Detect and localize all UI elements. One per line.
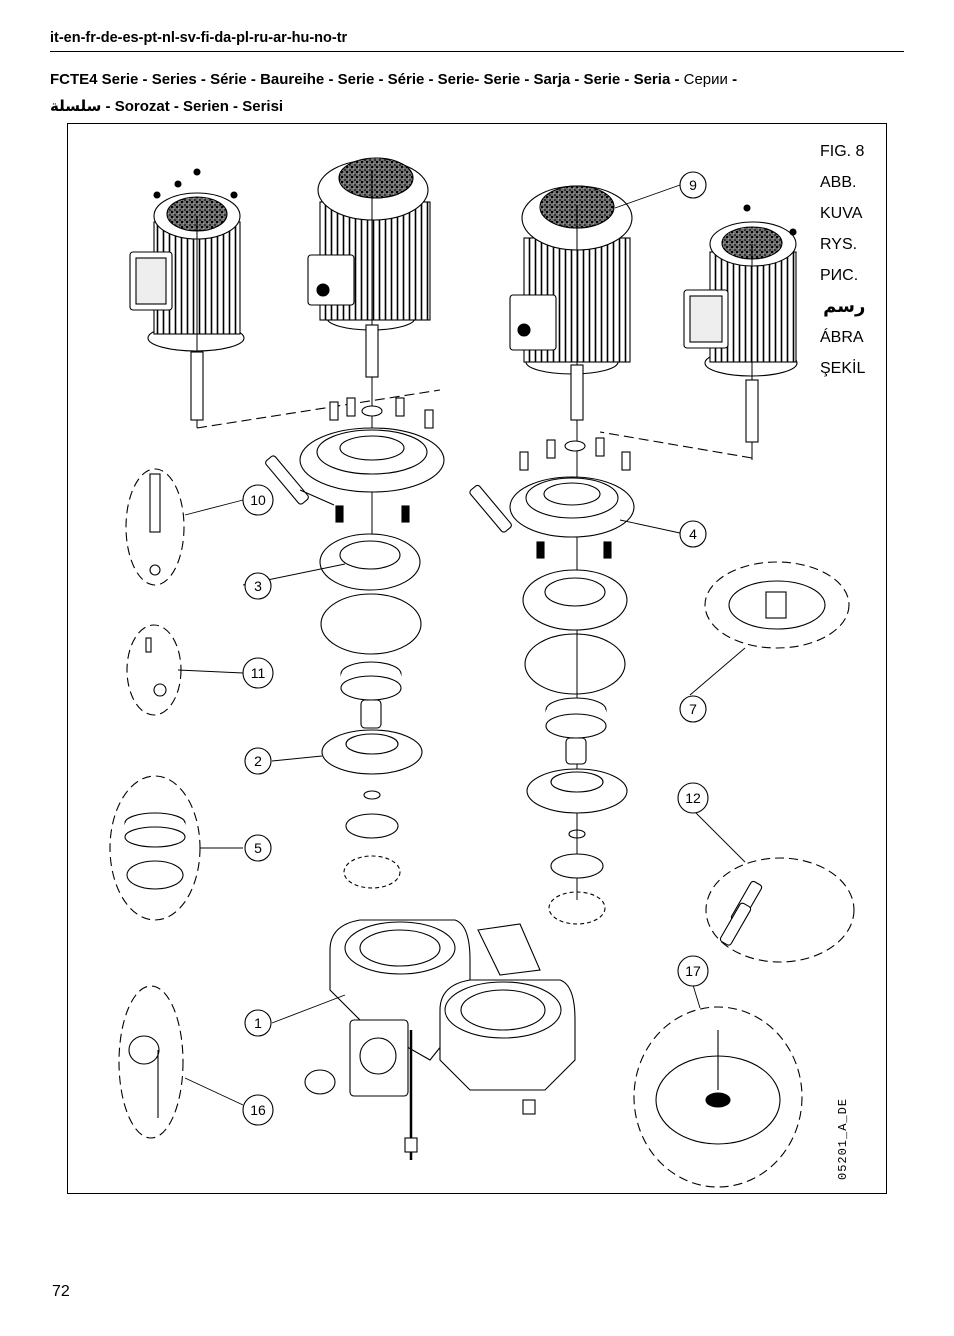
pump-stack-left (319, 533, 423, 889)
callout-11-label: 11 (251, 665, 266, 681)
motor-large-right (509, 185, 633, 900)
figure-label-tr: ŞEKİL (820, 360, 866, 377)
callout-5: 5 (244, 834, 272, 862)
detail-bubble-10 (125, 468, 185, 586)
detail-bubble-11 (126, 624, 182, 716)
callout-5-label: 5 (254, 840, 262, 856)
callout-9-label: 9 (689, 177, 697, 193)
callout-16: 16 (242, 1094, 274, 1126)
callout-2-label: 2 (254, 753, 262, 769)
series-title-dash: - (732, 71, 738, 88)
detail-bubble-17 (633, 1006, 803, 1188)
series-title-rest: - Sorozat - Serien - Serisi (105, 98, 284, 115)
language-codes-header: it-en-fr-de-es-pt-nl-sv-fi-da-pl-ru-ar-h… (50, 30, 348, 46)
series-title: FCTE4 Serie - Series - Série - Baureihe … (50, 66, 910, 120)
motor-large-left (307, 157, 431, 545)
drawing-code: 05201_A_DE (836, 1097, 850, 1180)
figure-label-ru: РИС. (820, 267, 859, 284)
callout-2: 2 (244, 747, 272, 775)
detail-bubble-contents (124, 473, 826, 1145)
callout-4: 4 (679, 520, 707, 548)
figure-label-it-en: FIG. 8 (820, 143, 865, 160)
figure-label-de: ABB. (820, 174, 857, 191)
detail-bubble-12 (705, 857, 855, 963)
figure-label-hu: ÁBRA (820, 329, 864, 346)
motor-small-right (683, 204, 798, 460)
callout-10: 10 (242, 484, 274, 516)
figure-label-ar: رسم (823, 296, 866, 317)
callout-7-label: 7 (689, 701, 697, 717)
callout-1-label: 1 (254, 1015, 262, 1031)
figure-label-fi: KUVA (820, 205, 863, 222)
shaft-guide-lines (196, 389, 753, 459)
detail-bubble-5 (109, 775, 201, 921)
figure-label-list: FIG. 8 ABB. KUVA RYS. РИС. رسم ÁBRA ŞEKİ… (820, 136, 865, 384)
callout-17: 17 (677, 955, 709, 987)
callout-1: 1 (244, 1009, 272, 1037)
callout-12: 12 (677, 782, 709, 814)
callout-11: 11 (242, 657, 274, 689)
series-title-cyrillic: Серии (683, 71, 728, 88)
callout-3: 3 (244, 572, 272, 600)
series-title-main: FCTE4 Serie - Series - Série - Baureihe … (50, 71, 680, 88)
callout-9: 9 (679, 171, 707, 199)
pump-body (304, 919, 576, 1160)
series-title-arabic: سلسلة (50, 97, 102, 115)
callout-3-label: 3 (254, 578, 262, 594)
callout-17-label: 17 (685, 963, 701, 979)
header-divider (50, 51, 904, 52)
callout-4-label: 4 (689, 526, 697, 542)
callout-16-label: 16 (250, 1102, 266, 1118)
callout-7: 7 (679, 695, 707, 723)
pump-stack-right (522, 569, 628, 925)
figure-label-pl: RYS. (820, 236, 858, 253)
detail-bubble-16 (118, 985, 184, 1139)
callout-10-label: 10 (250, 492, 266, 508)
callout-12-label: 12 (685, 790, 701, 806)
motor-small-left (129, 168, 245, 428)
motor-bracket-right (469, 437, 635, 559)
page-number: 72 (52, 1283, 70, 1300)
detail-bubble-7 (704, 561, 850, 649)
callouts: 9 10 3 4 11 7 2 12 5 17 1 16 (242, 171, 709, 1126)
motor-bracket-left (265, 397, 445, 523)
leader-lines (177, 184, 746, 1106)
figure-frame (67, 123, 887, 1194)
